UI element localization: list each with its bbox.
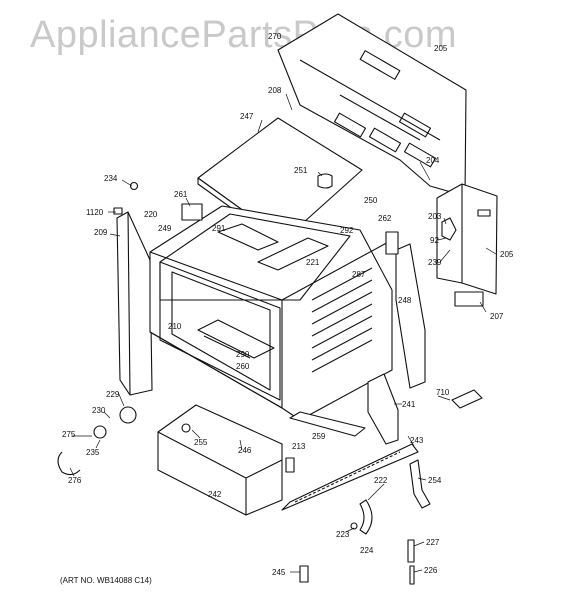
small-parts <box>57 181 484 585</box>
callout-label: 230 <box>92 406 106 415</box>
base-panel <box>157 404 283 516</box>
drawer-rail <box>281 443 419 511</box>
callout-label: 270 <box>268 32 282 41</box>
callout-label: 205 <box>434 44 448 53</box>
callout-label: 224 <box>360 546 374 555</box>
callout-label: 254 <box>428 476 442 485</box>
callout-label: 261 <box>174 190 188 199</box>
callout-label: 249 <box>158 224 172 233</box>
callout-label: 291 <box>212 224 226 233</box>
callout-label: 208 <box>268 86 282 95</box>
callout-label: 203 <box>428 212 442 221</box>
callout-label: 255 <box>194 438 208 447</box>
callout-label: 262 <box>378 214 392 223</box>
callout-label: 241 <box>402 400 416 409</box>
callout-label: 205 <box>500 250 514 259</box>
bottom-trim <box>289 411 366 437</box>
callout-label: 210 <box>168 322 182 331</box>
callout-label: 287 <box>352 270 366 279</box>
callout-label: 248 <box>398 296 412 305</box>
callout-label: 223 <box>336 530 350 539</box>
broil-element <box>217 223 329 271</box>
callout-label: 239 <box>428 258 442 267</box>
callout-label: 204 <box>426 156 440 165</box>
callout-label: 92 <box>430 236 439 245</box>
callout-label: 246 <box>238 446 252 455</box>
callout-label: 226 <box>424 566 438 575</box>
callout-label: 290 <box>236 350 250 359</box>
left-side-panel <box>116 211 153 396</box>
callout-label: 222 <box>374 476 388 485</box>
art-number: (ART NO. WB14088 C14) <box>60 576 152 585</box>
callout-label: 235 <box>86 448 100 457</box>
callout-label: 710 <box>436 388 450 397</box>
oven-body <box>149 205 393 421</box>
back-panel <box>277 13 467 197</box>
callout-label: 260 <box>236 362 250 371</box>
callout-label: 276 <box>68 476 82 485</box>
callout-label: 243 <box>410 436 424 445</box>
callout-label: 213 <box>292 442 306 451</box>
leg-bracket <box>367 373 399 445</box>
callout-label: 234 <box>104 174 118 183</box>
callout-label: 220 <box>144 210 158 219</box>
callout-label: 275 <box>62 430 76 439</box>
callout-label: 227 <box>426 538 440 547</box>
bake-element <box>197 319 275 359</box>
callout-label: 250 <box>364 196 378 205</box>
callout-label: 259 <box>312 432 326 441</box>
callout-label: 251 <box>294 166 308 175</box>
side-trim <box>395 243 426 389</box>
callout-label: 245 <box>272 568 286 577</box>
callout-label: 209 <box>94 228 108 237</box>
callout-label: 247 <box>240 112 254 121</box>
callout-label: 229 <box>106 390 120 399</box>
callout-label: 1120 <box>86 208 104 217</box>
callout-label: 207 <box>490 312 504 321</box>
callout-label: 242 <box>208 490 222 499</box>
right-side-panel <box>436 183 498 295</box>
leader-lines <box>69 93 497 573</box>
callout-label: 292 <box>340 226 354 235</box>
callout-label: 221 <box>306 258 320 267</box>
